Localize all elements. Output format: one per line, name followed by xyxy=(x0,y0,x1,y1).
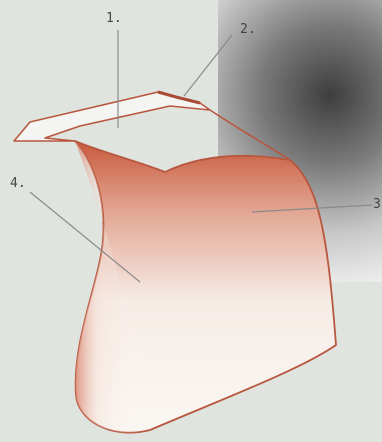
label-2: 2. xyxy=(240,22,256,37)
label-4: 4. xyxy=(10,176,26,191)
label-1: 1. xyxy=(106,11,122,26)
label-3: 3 xyxy=(373,197,381,212)
